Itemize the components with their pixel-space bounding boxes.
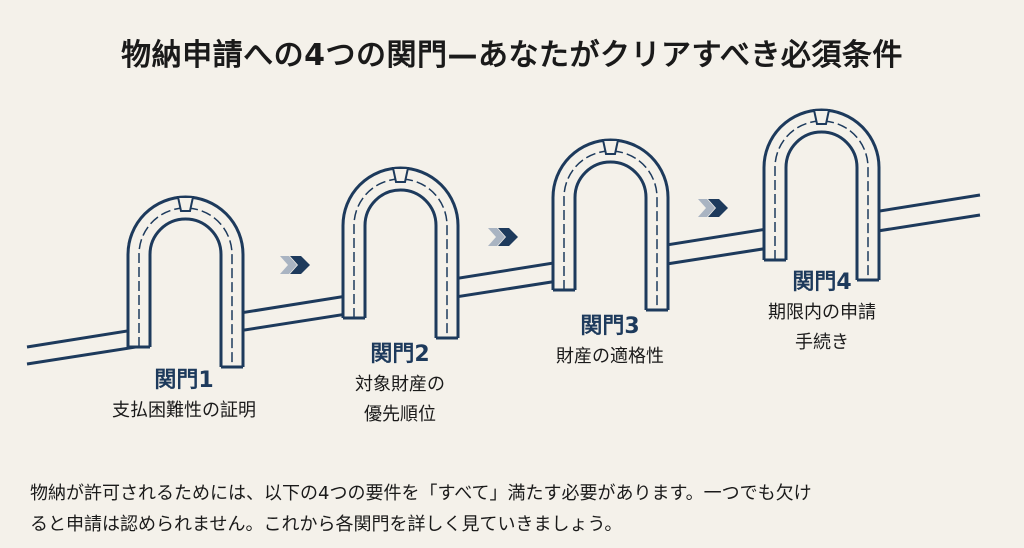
gate-4-name: 関門4 xyxy=(792,270,852,295)
footer-text: 物納が許可されるためには、以下の4つの要件を「すべて」満たす必要があります。一つ… xyxy=(30,478,1010,540)
gate-1-name: 関門1 xyxy=(154,368,214,393)
gate-2-desc-line-2: 優先順位 xyxy=(364,404,436,425)
chevron-right-icon xyxy=(488,228,518,246)
gate-3-desc: 財産の適格性 xyxy=(556,346,664,367)
gate-4-desc-line-1: 期限内の申請 xyxy=(768,302,876,323)
arch-gate-icon xyxy=(341,166,460,340)
gate-2-label: 関門2 対象財産の 優先順位 xyxy=(355,340,445,430)
footer-line-1: 物納が許可されるためには、以下の4つの要件を「すべて」満たす必要があります。一つ… xyxy=(30,483,812,504)
chevron-right-icon xyxy=(698,199,728,217)
gate-3-label: 関門3 財産の適格性 xyxy=(556,312,664,372)
gate-3-name: 関門3 xyxy=(580,314,640,339)
gate-4-desc-line-2: 手続き xyxy=(795,332,849,353)
gate-2-desc-line-1: 対象財産の xyxy=(355,374,445,395)
arch-gate-icon xyxy=(762,108,881,282)
page-title: 物納申請への4つの関門—あなたがクリアすべき必須条件 xyxy=(121,38,903,73)
footer-line-2: ると申請は認められません。これから各関門を詳しく見ていきましょう。 xyxy=(30,514,623,535)
chevron-right-icon xyxy=(280,256,310,274)
gate-1-desc: 支払困難性の証明 xyxy=(112,400,256,421)
gate-4-label: 関門4 期限内の申請 手続き xyxy=(768,268,876,358)
arch-gate-icon xyxy=(126,195,245,369)
gate-1-label: 関門1 支払困難性の証明 xyxy=(112,366,256,426)
arch-gate-icon xyxy=(551,138,670,312)
gate-2-name: 関門2 xyxy=(370,342,430,367)
